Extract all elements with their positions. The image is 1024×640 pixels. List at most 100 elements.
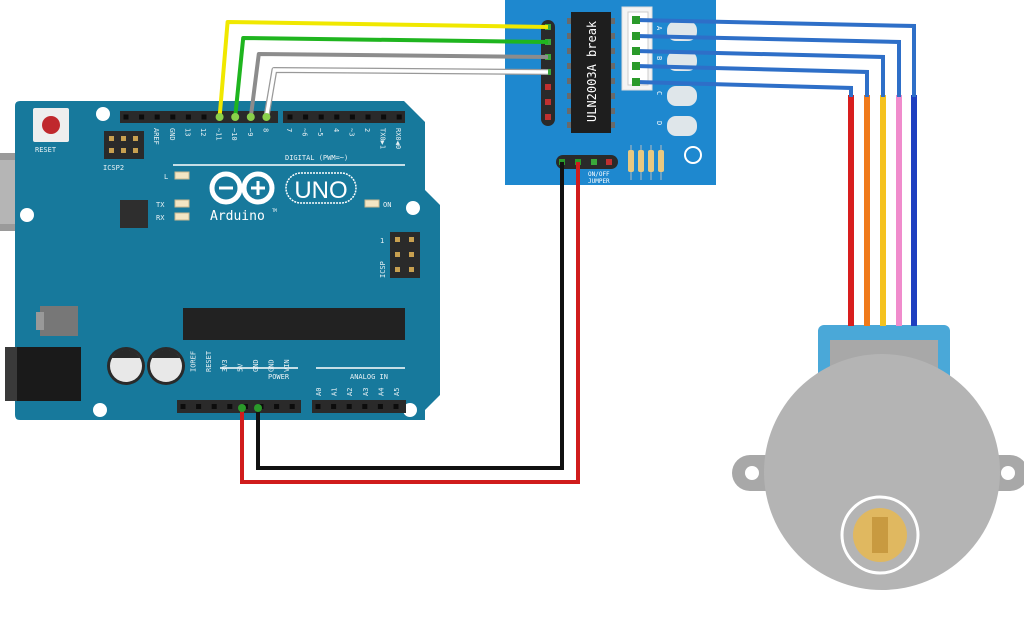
pin-label: A2 (346, 388, 354, 396)
pin-label: A4 (377, 388, 385, 396)
resistor (628, 150, 634, 172)
header-pin[interactable] (381, 114, 387, 120)
uln2003-chip (571, 12, 611, 133)
header-pin[interactable] (123, 114, 129, 120)
header-pin[interactable] (154, 114, 160, 120)
power-jack (5, 347, 81, 401)
logo-text: Arduino (210, 209, 265, 224)
led-l (174, 171, 190, 180)
board-pcb (15, 101, 440, 420)
icsp-label: ICSP (379, 261, 387, 278)
header-pin[interactable] (393, 404, 399, 409)
pin-label: ~5 (316, 128, 324, 136)
header-pin[interactable] (349, 114, 355, 120)
connector-wire[interactable] (635, 80, 853, 97)
indicator-led (667, 116, 697, 136)
header-pin[interactable] (315, 404, 321, 409)
header-pin[interactable] (287, 114, 293, 120)
signal-wire[interactable] (233, 36, 549, 118)
wire-end (231, 113, 240, 121)
power-title: POWER (268, 373, 290, 381)
signal-wire-core (264, 68, 549, 118)
pin-label: ~3 (347, 128, 355, 136)
pin-label: 7 (285, 128, 293, 132)
signal-wire[interactable] (248, 52, 549, 118)
input-pin[interactable] (545, 84, 551, 90)
pin-label: RESET (205, 350, 213, 372)
header-pin[interactable] (227, 404, 233, 409)
connector-pin (632, 78, 640, 86)
pin-label: 4 (332, 128, 340, 132)
header-pin[interactable] (331, 404, 337, 409)
power-header (556, 155, 618, 169)
header-pin[interactable] (196, 404, 202, 409)
header-pin[interactable] (318, 114, 324, 120)
header-pin[interactable] (377, 404, 383, 409)
led-on-label: ON (383, 201, 391, 209)
icsp-pin1-label: 1 (380, 237, 384, 245)
arduino-logo: UNO Arduino TM (209, 171, 357, 224)
resistor (648, 150, 654, 172)
pin-label: VIN (283, 359, 291, 372)
header-pin[interactable] (365, 114, 371, 120)
header-pin[interactable] (185, 114, 191, 120)
pin-label: GND (268, 359, 276, 372)
connector-pin (632, 32, 640, 40)
input-pin[interactable] (545, 99, 551, 105)
header-pin[interactable] (201, 114, 207, 120)
connector-wire[interactable] (635, 64, 869, 97)
wire-end (246, 113, 255, 121)
logo-tm: TM (272, 208, 277, 213)
header-pin[interactable] (334, 114, 340, 120)
pin-label: ~11 (215, 128, 223, 141)
led-on (364, 199, 380, 208)
wires (215, 16, 917, 484)
pin-label: ~10 (230, 128, 238, 141)
led-rx-label: RX (156, 214, 165, 222)
header-pin[interactable] (346, 404, 352, 409)
connector-wire[interactable] (635, 18, 916, 97)
digital-header-low (283, 111, 405, 123)
pin-label: RX0◀0 (394, 128, 402, 149)
led-label: A (655, 26, 663, 31)
resistor (638, 150, 644, 172)
header-pin[interactable] (303, 114, 309, 120)
analog-header (312, 400, 406, 413)
icsp-header (390, 232, 420, 278)
input-pin[interactable] (545, 114, 551, 120)
pin-label: TX0▶1 (379, 128, 387, 149)
microcontroller-chip (183, 308, 405, 340)
header-pin[interactable] (139, 114, 145, 120)
icsp2-header (104, 131, 144, 159)
pin-label: 8 (261, 128, 269, 132)
header-pin[interactable] (180, 404, 186, 409)
pin-label: 12 (199, 128, 207, 136)
wire-end (215, 113, 224, 121)
connector-wire[interactable] (635, 34, 901, 97)
power-5v-wire[interactable] (240, 162, 580, 484)
signal-wire[interactable] (217, 20, 549, 118)
led-rx (174, 212, 190, 221)
voltage-regulator (40, 306, 78, 336)
led-l-label: L (164, 173, 168, 181)
header-pin[interactable] (362, 404, 368, 409)
connector-pin (632, 47, 640, 55)
ground-wire[interactable] (256, 162, 564, 470)
pin-label: 13 (183, 128, 191, 136)
pin-label: GND (252, 359, 260, 372)
pin-label: A0 (315, 388, 323, 396)
jumper-label-1: ON/OFF (588, 171, 610, 178)
pin-label: 2 (363, 128, 371, 132)
led-tx (174, 199, 190, 208)
connector-wire[interactable] (635, 49, 885, 97)
header-pin[interactable] (396, 114, 402, 120)
header-pin[interactable] (289, 404, 295, 409)
stepper-motor-28byj48[interactable] (732, 325, 1024, 590)
pin-label: A3 (362, 388, 370, 396)
header-pin[interactable] (274, 404, 280, 409)
pin-label: ~6 (301, 128, 309, 136)
header-pin[interactable] (170, 114, 176, 120)
header-pin[interactable] (211, 404, 217, 409)
